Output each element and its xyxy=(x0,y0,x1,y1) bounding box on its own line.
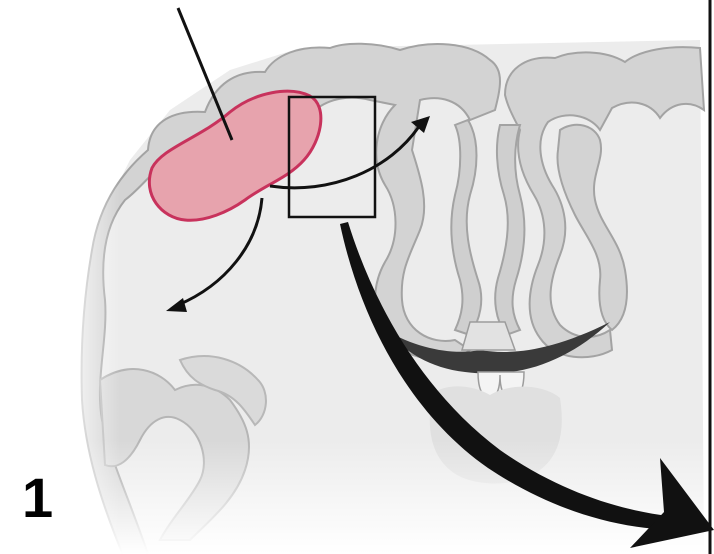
panel-number: 1 xyxy=(22,470,53,526)
